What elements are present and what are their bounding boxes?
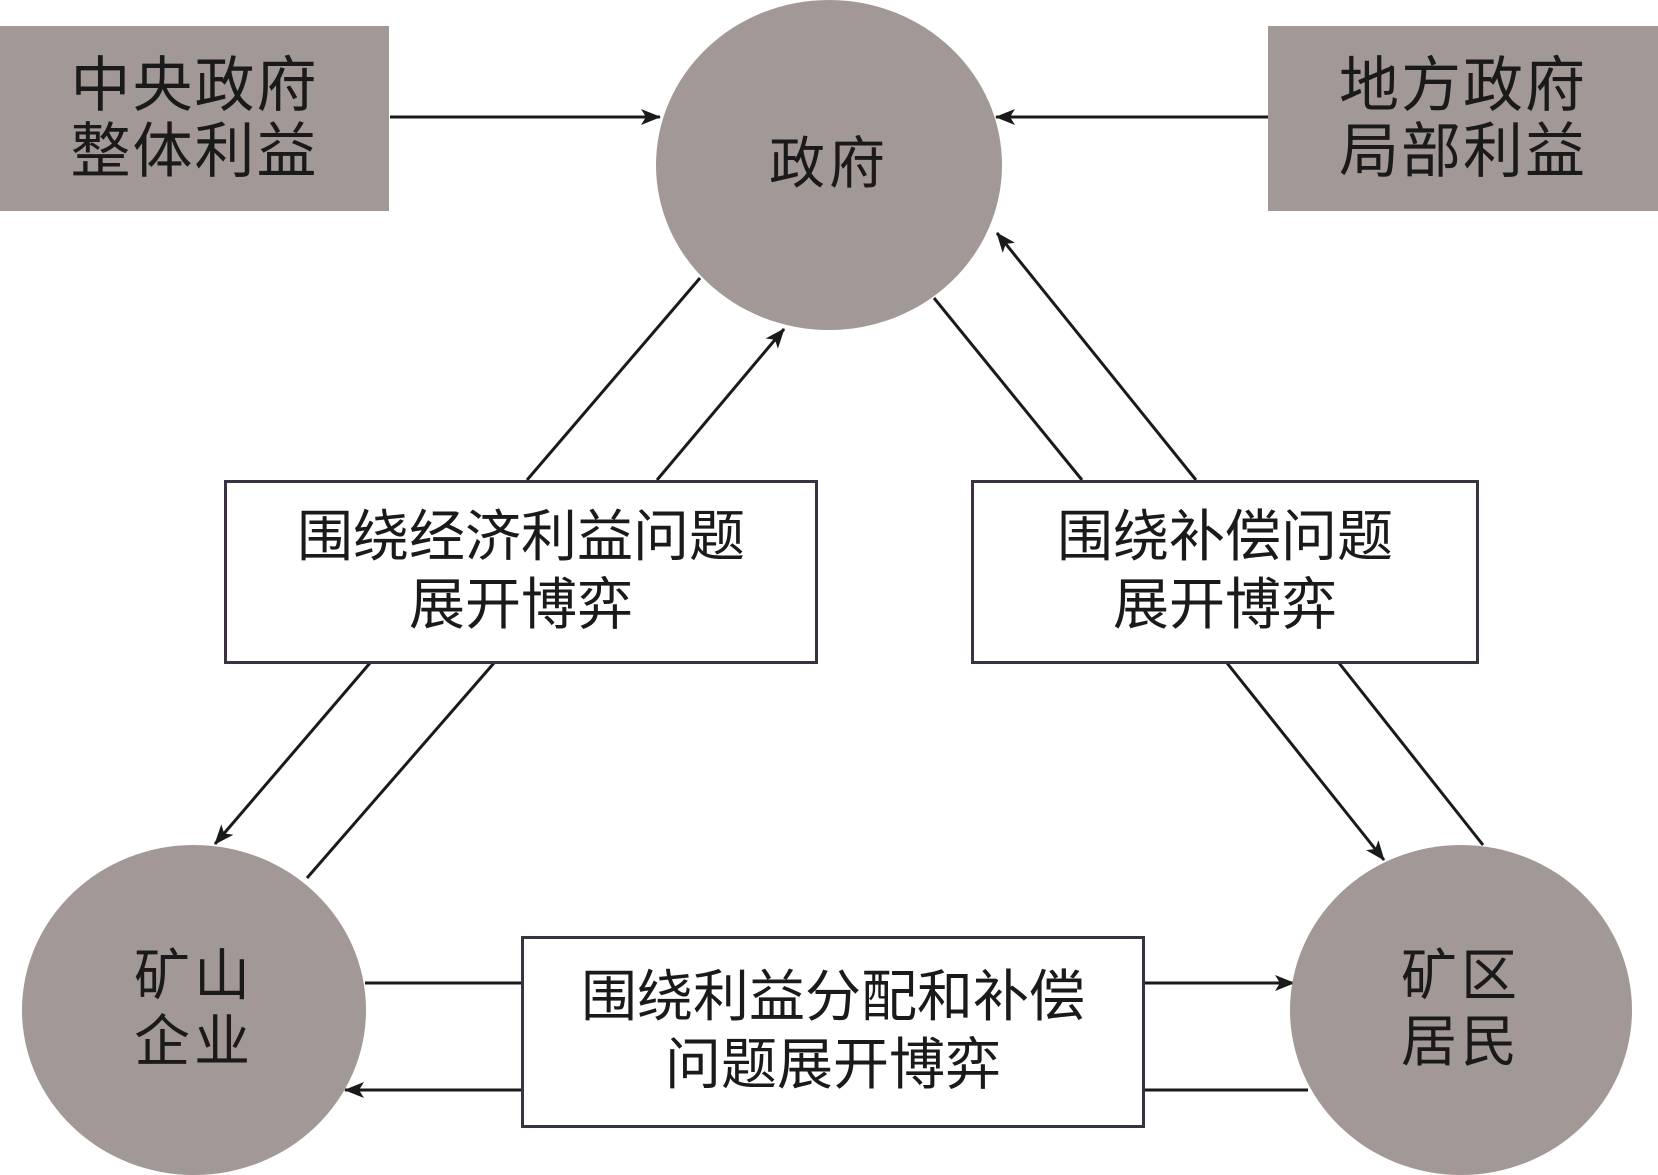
- line-residents-to-government-lower: [1337, 662, 1485, 846]
- gov-enterprise-relation-line2: 展开博弈: [409, 573, 633, 638]
- local-government-label: 地方政府: [1339, 50, 1587, 121]
- line-government-to-residents-upper: [932, 297, 1084, 481]
- central-government-label: 中央政府: [70, 50, 319, 121]
- enterprise-residents-relation-line1: 围绕利益分配和补偿: [581, 965, 1085, 1030]
- arrow-residents-to-government-upper: [995, 232, 1198, 481]
- line-enterprise-to-government-lower: [305, 662, 496, 879]
- mining-residents-node: 矿区 居民: [1290, 845, 1632, 1175]
- arrow-enterprise-to-government-upper: [655, 328, 786, 481]
- gov-residents-relation-line1: 围绕补偿问题: [1057, 505, 1393, 570]
- mining-enterprise-node: 矿山 企业: [22, 845, 366, 1175]
- gov-enterprise-relation-box: 围绕经济利益问题 展开博弈: [224, 480, 818, 664]
- government-label: 政府: [769, 132, 889, 197]
- mining-enterprise-label-line1: 矿山: [134, 944, 254, 1009]
- enterprise-residents-relation-box: 围绕利益分配和补偿 问题展开博弈: [521, 936, 1145, 1128]
- local-government-box: 地方政府 局部利益: [1268, 26, 1658, 211]
- enterprise-residents-relation-line2: 问题展开博弈: [665, 1033, 1001, 1098]
- gov-enterprise-relation-line1: 围绕经济利益问题: [297, 505, 745, 570]
- local-interest-label: 局部利益: [1339, 116, 1587, 187]
- central-government-box: 中央政府 整体利益: [0, 26, 389, 211]
- gov-residents-relation-box: 围绕补偿问题 展开博弈: [971, 480, 1479, 664]
- mining-residents-label-line1: 矿区: [1401, 944, 1521, 1009]
- government-node: 政府: [656, 0, 1002, 330]
- arrow-government-to-enterprise: [213, 662, 372, 845]
- mining-residents-label-line2: 居民: [1401, 1010, 1521, 1075]
- mining-enterprise-label-line2: 企业: [134, 1010, 254, 1075]
- arrow-government-to-residents: [1225, 662, 1386, 861]
- overall-interest-label: 整体利益: [70, 116, 319, 187]
- line-government-to-enterprise-upper: [525, 277, 702, 481]
- gov-residents-relation-line2: 展开博弈: [1113, 573, 1337, 638]
